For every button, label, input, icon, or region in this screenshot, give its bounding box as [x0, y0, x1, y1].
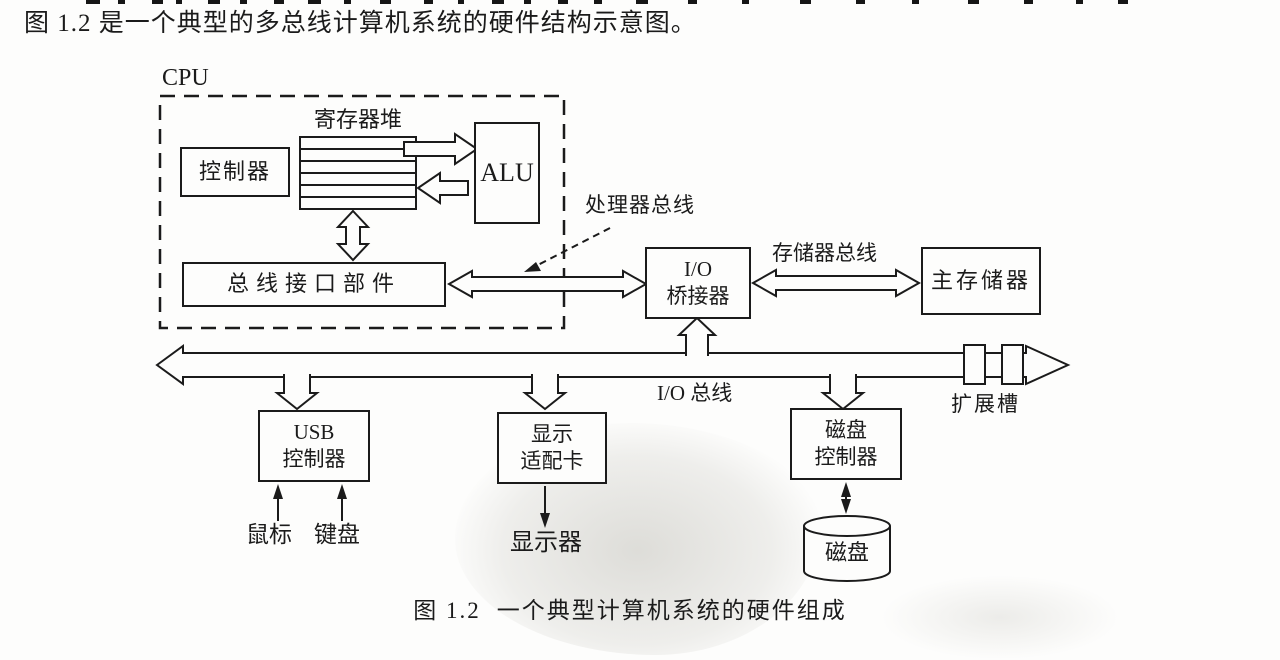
bus-interface-box: 总线接口部件 — [182, 262, 446, 307]
cpu-dashed-boundary — [158, 94, 566, 330]
monitor-arrow — [540, 486, 550, 528]
display-adapter-box: 显示 适配卡 — [497, 412, 607, 484]
processor-bus-arrow — [446, 269, 649, 299]
controller-box: 控制器 — [180, 147, 290, 197]
expansion-slot-label: 扩展槽 — [951, 392, 1020, 416]
processor-bus-leader-arrowhead — [524, 262, 541, 272]
mouse-arrow — [273, 484, 283, 521]
register-file-label: 寄存器堆 — [313, 107, 402, 132]
scan-artifacts — [86, 0, 1128, 4]
figure-caption-number: 图 1.2 — [413, 598, 481, 623]
arrow-alu-to-regfile — [416, 171, 469, 205]
disk-label: 磁盘 — [824, 540, 869, 565]
arrow-regfile-businterface — [335, 209, 371, 262]
expansion-slot-2 — [1001, 344, 1024, 385]
usb-controller-box: USB 控制器 — [258, 410, 370, 482]
alu-box: ALU — [474, 122, 540, 224]
display-branch-arrow — [522, 374, 568, 411]
figure-caption-text: 一个典型计算机系统的硬件组成 — [496, 598, 847, 623]
memory-bus-label: 存储器总线 — [772, 241, 877, 265]
main-memory-box: 主存储器 — [921, 247, 1041, 315]
arrow-regfile-to-alu — [403, 132, 479, 166]
io-bridge-branch-arrow — [676, 316, 718, 356]
disk-controller-box: 磁盘 控制器 — [790, 408, 902, 480]
processor-bus-leader-line — [531, 227, 611, 269]
figure-caption: 图 1.2 一个典型计算机系统的硬件组成 — [330, 597, 930, 626]
processor-bus-label: 处理器总线 — [585, 193, 695, 217]
register-file-box — [299, 136, 417, 210]
disk-link-arrow — [841, 482, 851, 514]
io-bridge-box: I/O 桥接器 — [645, 247, 751, 319]
keyboard-arrow — [337, 484, 347, 521]
memory-bus-arrow — [750, 268, 922, 298]
disk-cylinder — [803, 515, 891, 582]
disk-branch-arrow — [820, 374, 866, 411]
io-bus-label: I/O 总线 — [657, 381, 733, 405]
intro-text: 图 1.2 是一个典型的多总线计算机系统的硬件结构示意图。 — [24, 10, 697, 37]
cpu-label: CPU — [162, 65, 209, 91]
expansion-slot-1 — [963, 344, 986, 385]
keyboard-label: 键盘 — [314, 522, 360, 547]
usb-branch-arrow — [274, 374, 320, 411]
mouse-label: 鼠标 — [246, 522, 292, 547]
monitor-label: 显示器 — [510, 530, 582, 556]
